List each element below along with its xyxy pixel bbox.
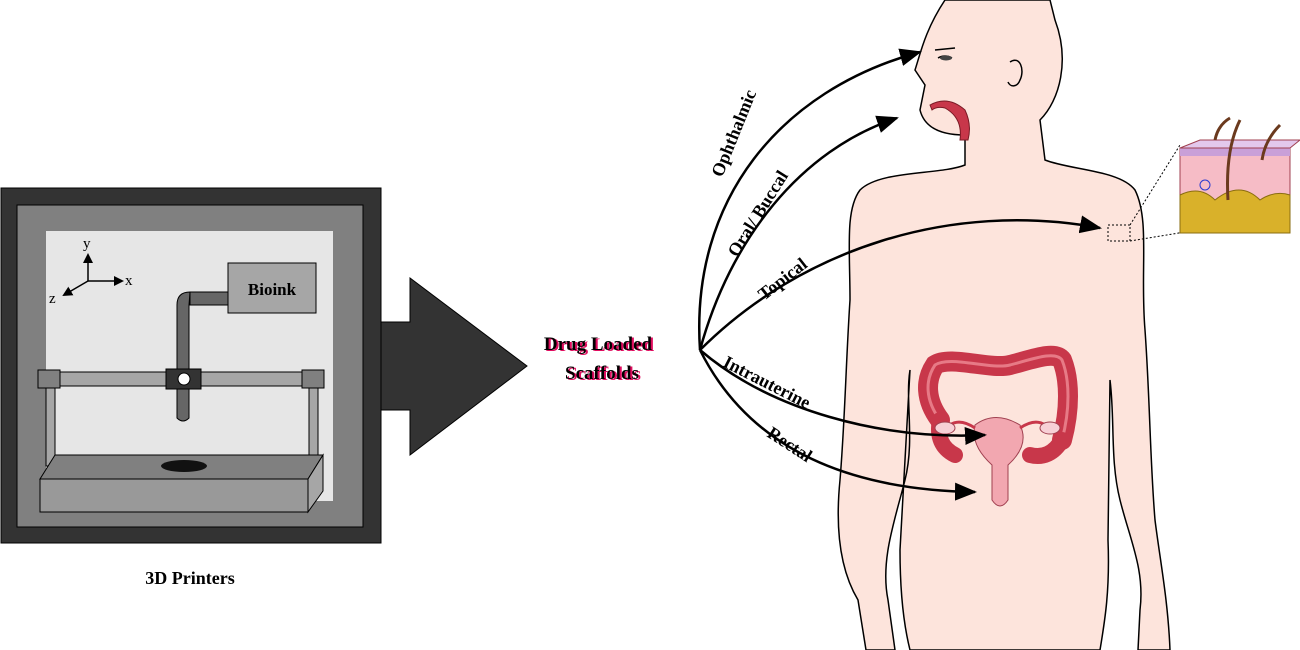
- bioink-reservoir: [227, 262, 317, 314]
- printer-caption: 3D Printers: [145, 568, 234, 588]
- drug-loaded-scaffolds-label: Drug Loaded Scaffolds: [544, 334, 653, 384]
- route-arrow-rectal: [698, 349, 977, 501]
- center-line2: Scaffolds: [565, 363, 639, 384]
- route-label-oral-buccal: Oral/ Buccal: [723, 167, 792, 260]
- route-arrow-topical: [699, 215, 1102, 351]
- skin-cross-section-inset: [1107, 116, 1300, 242]
- center-line1: Drug Loaded: [544, 334, 653, 355]
- route-arrow-ophthalmic: [697, 48, 922, 351]
- route-label-intrauterine: Intrauterine: [720, 352, 814, 413]
- xyz-axes-icon: [62, 253, 124, 297]
- human-body-illustration: [837, 0, 1171, 650]
- route-arrow-oral-buccal: [698, 115, 899, 351]
- bioink-label: Bioink: [248, 280, 297, 299]
- axis-z-label: z: [49, 291, 56, 307]
- route-label-ophthalmic: Ophthalmic: [707, 87, 760, 180]
- route-label-topical: Topical: [754, 254, 811, 304]
- axis-x-label: x: [125, 273, 133, 289]
- printed-scaffold: [161, 460, 207, 472]
- face-features: [929, 47, 970, 141]
- axis-y-label: y: [83, 236, 91, 252]
- route-arrow-intrauterine: [699, 349, 987, 445]
- 3d-printer-illustration: y x z Bioink: [0, 187, 382, 544]
- big-arrow-icon: [380, 276, 528, 457]
- route-arrows: [697, 48, 1102, 501]
- route-label-rectal: Rectal: [764, 423, 816, 466]
